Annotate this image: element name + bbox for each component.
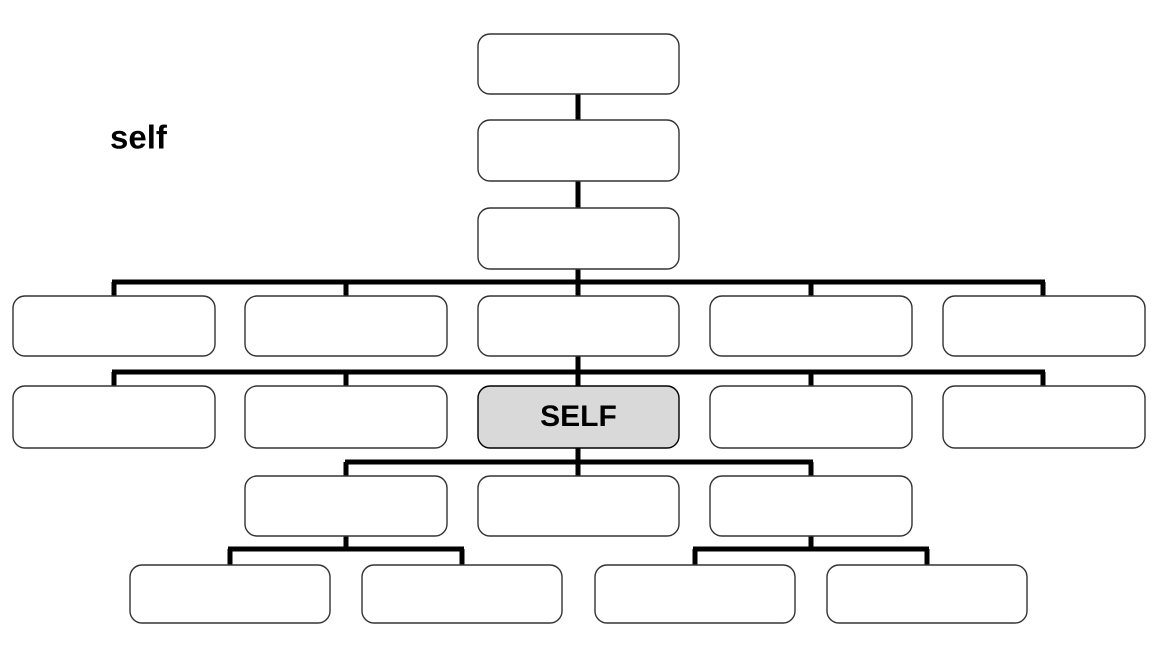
node-label-n5-3: SELF: [540, 400, 617, 433]
node-box[interactable]: [244, 295, 448, 357]
node-box[interactable]: [477, 119, 680, 182]
node-rect-n1-1[interactable]: [477, 33, 680, 95]
node-rect-n4-5[interactable]: [942, 295, 1146, 357]
node-rect-n5-5[interactable]: [942, 385, 1146, 449]
node-box[interactable]: [477, 475, 680, 537]
node-highlighted[interactable]: SELF: [477, 385, 680, 449]
diagram-title-label: self: [110, 119, 168, 156]
node-box[interactable]: [12, 385, 216, 449]
node-rect-n7-4[interactable]: [826, 564, 1028, 624]
node-rect-n5-4[interactable]: [709, 385, 913, 449]
node-rect-n4-2[interactable]: [244, 295, 448, 357]
node-box[interactable]: [942, 295, 1146, 357]
node-rect-n4-3[interactable]: [477, 295, 680, 357]
node-box[interactable]: [709, 385, 913, 449]
node-rect-n7-2[interactable]: [361, 564, 563, 624]
node-rect-n5-1[interactable]: [12, 385, 216, 449]
node-box[interactable]: [361, 564, 563, 624]
node-box[interactable]: [477, 33, 680, 95]
node-rect-n6-3[interactable]: [709, 475, 913, 537]
node-box[interactable]: [826, 564, 1028, 624]
node-rect-n6-2[interactable]: [477, 475, 680, 537]
node-rect-n4-4[interactable]: [709, 295, 913, 357]
node-box[interactable]: [12, 295, 216, 357]
node-box[interactable]: [477, 207, 680, 270]
node-rect-n5-2[interactable]: [244, 385, 448, 449]
node-rect-n3-1[interactable]: [477, 207, 680, 270]
node-box[interactable]: [709, 295, 913, 357]
connector-lines-group: [111, 94, 1046, 565]
node-box[interactable]: [129, 564, 331, 624]
node-rect-n4-1[interactable]: [12, 295, 216, 357]
node-box[interactable]: [244, 385, 448, 449]
node-rect-n2-1[interactable]: [477, 119, 680, 182]
node-box[interactable]: [477, 295, 680, 357]
node-rect-n6-1[interactable]: [244, 475, 448, 537]
node-rect-n7-1[interactable]: [129, 564, 331, 624]
node-box[interactable]: [942, 385, 1146, 449]
node-box[interactable]: [594, 564, 796, 624]
node-box[interactable]: [709, 475, 913, 537]
node-rect-n5-3[interactable]: [477, 385, 680, 449]
node-boxes-group: SELF: [12, 33, 1146, 624]
node-box[interactable]: [244, 475, 448, 537]
node-rect-n7-3[interactable]: [594, 564, 796, 624]
